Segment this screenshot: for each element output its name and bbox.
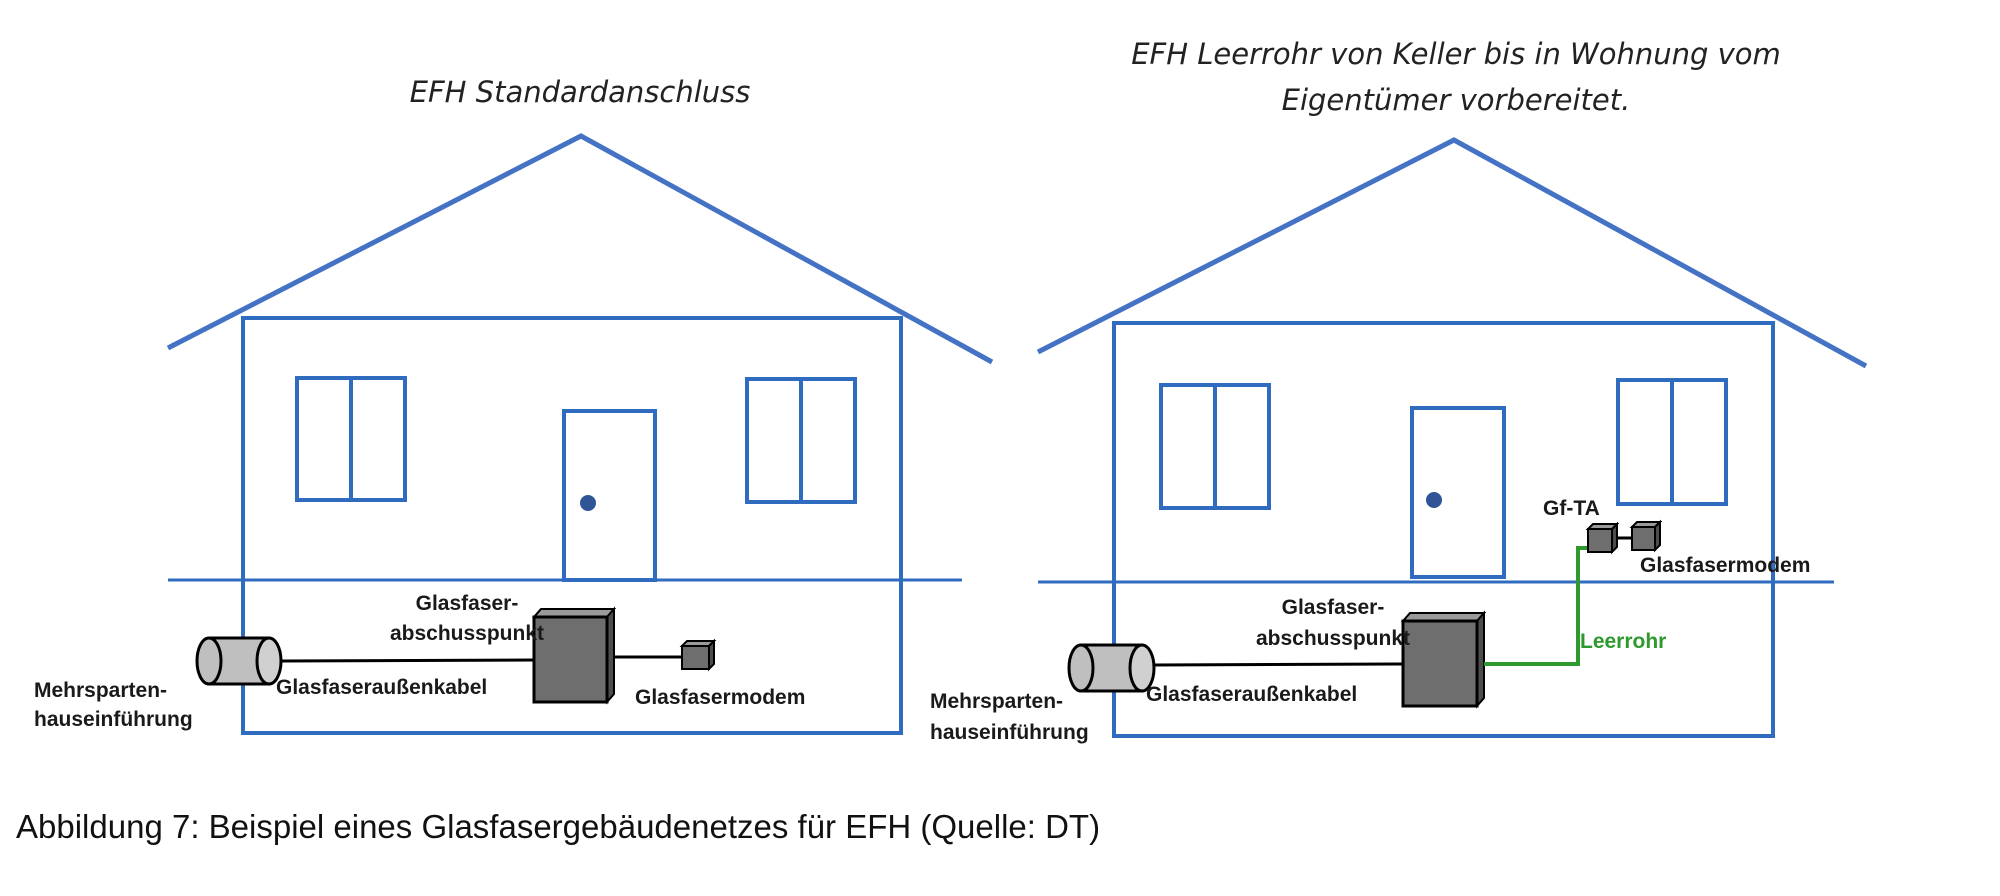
right-window-left bbox=[1159, 383, 1271, 510]
right-label-cable: Glasfaseraußenkabel bbox=[1146, 683, 1357, 706]
right-label-entry-line2: hauseinführung bbox=[930, 721, 1089, 744]
right-modem-icon bbox=[1629, 519, 1663, 553]
right-gfta-icon bbox=[1585, 521, 1620, 555]
right-outdoor-fiber-cable bbox=[1153, 662, 1404, 667]
right-door-knob bbox=[1426, 492, 1442, 508]
left-roof bbox=[166, 133, 994, 365]
left-label-termination-line1: Glasfaser- bbox=[416, 592, 519, 615]
left-house-title: EFH Standardanschluss bbox=[410, 75, 751, 109]
left-label-termination-line2: abschusspunkt bbox=[390, 622, 544, 645]
right-house-title-line1: EFH Leerrohr von Keller bis in Wohnung v… bbox=[1131, 37, 1781, 71]
left-window-right bbox=[745, 377, 857, 504]
left-label-entry-line2: hauseinführung bbox=[34, 708, 193, 731]
left-label-cable: Glasfaseraußenkabel bbox=[276, 676, 487, 699]
left-door bbox=[562, 409, 657, 582]
right-roof bbox=[1036, 137, 1868, 369]
right-label-termination-line2: abschusspunkt bbox=[1256, 627, 1410, 650]
left-label-modem: Glasfasermodem bbox=[635, 686, 805, 709]
right-conduit-line bbox=[1484, 546, 1588, 666]
left-termination-box-icon bbox=[531, 606, 617, 705]
left-building-entry-icon bbox=[195, 636, 283, 686]
right-label-gfta: Gf-TA bbox=[1543, 497, 1600, 520]
right-building-entry-icon bbox=[1067, 643, 1156, 693]
left-modem-icon bbox=[679, 638, 717, 672]
right-label-modem: Glasfasermodem bbox=[1640, 554, 1810, 577]
right-window-right bbox=[1616, 378, 1728, 506]
left-label-entry-line1: Mehrsparten- bbox=[34, 679, 167, 702]
right-termination-box-icon bbox=[1400, 610, 1487, 709]
left-house-wall bbox=[241, 316, 903, 735]
right-house: EFH Leerrohr von Keller bis in Wohnung v… bbox=[930, 37, 1868, 744]
left-outdoor-fiber-cable bbox=[280, 658, 535, 663]
right-house-wall bbox=[1112, 321, 1775, 738]
right-label-conduit: Leerrohr bbox=[1580, 630, 1666, 653]
right-door bbox=[1410, 406, 1506, 579]
figure-caption: Abbildung 7: Beispiel eines Glasfasergeb… bbox=[16, 808, 1101, 845]
left-window-left bbox=[295, 376, 407, 502]
right-label-termination-line1: Glasfaser- bbox=[1282, 596, 1385, 619]
right-label-entry-line1: Mehrsparten- bbox=[930, 690, 1063, 713]
left-house: EFH Standardanschluss bbox=[34, 75, 994, 735]
left-door-knob bbox=[580, 495, 596, 511]
right-house-title-line2: Eigentümer vorbereitet. bbox=[1282, 83, 1631, 117]
